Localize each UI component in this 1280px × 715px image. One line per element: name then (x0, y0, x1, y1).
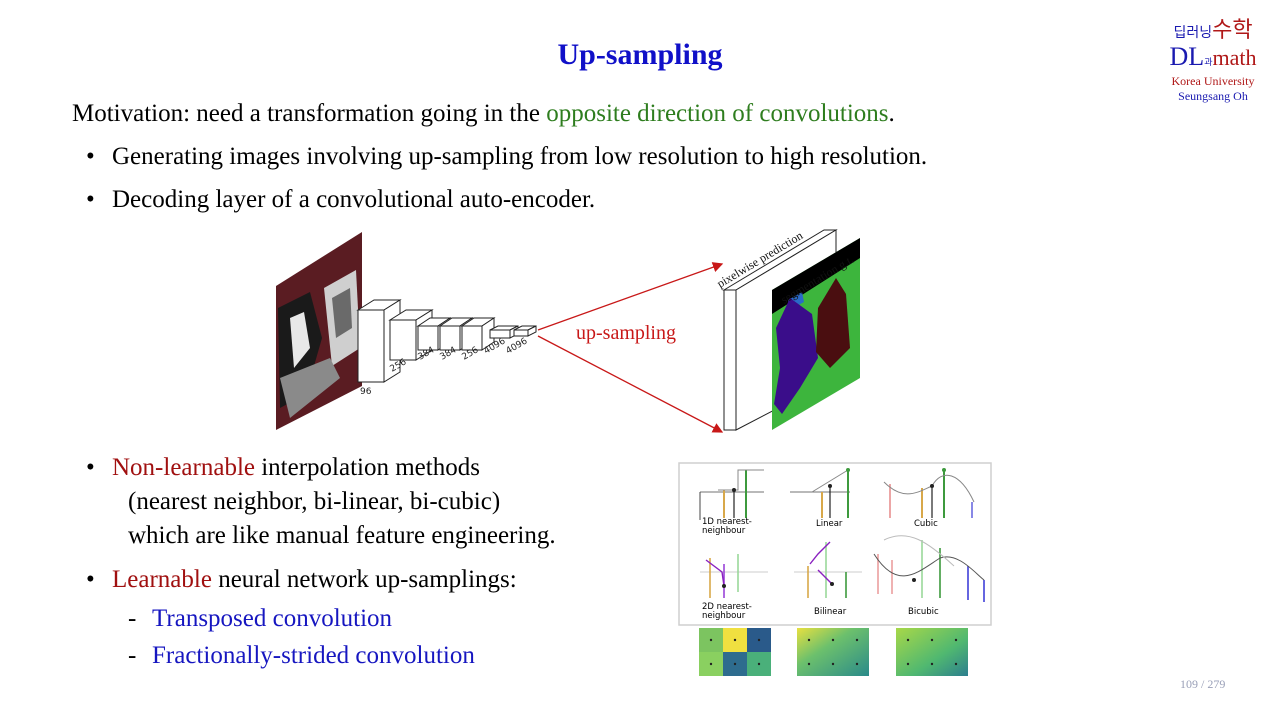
fcn-diagram: 96 256 384 384 256 4096 4096 up-sampling… (276, 228, 860, 433)
bullet-text: Decoding layer of a convolutional auto-e… (112, 186, 596, 213)
layer-label: 4096 (505, 336, 530, 356)
panel-label: Linear (816, 519, 843, 529)
panel-label: neighbour (702, 526, 746, 536)
panel-label: neighbour (702, 611, 746, 621)
panel-bicubic (873, 535, 985, 602)
sub-item: -Fractionally-strided convolution (128, 642, 475, 670)
dash: - (128, 642, 137, 669)
motivation-suffix: . (888, 100, 895, 127)
learnable-text: neural network up-samplings: (211, 566, 517, 593)
panel-label: Cubic (914, 519, 938, 529)
bullet-dot: • (86, 566, 95, 593)
panel-1d-nearest (699, 469, 764, 520)
segmentation-image (772, 238, 860, 430)
heatmap-bilinear (797, 628, 869, 676)
panel-label: 2D nearest- (702, 602, 752, 612)
logo-korean-1: 딥러닝 (1173, 25, 1213, 41)
sub-item-text: Transposed convolution (152, 605, 393, 632)
conv-layers (356, 299, 537, 383)
nonlearnable-highlight: Non-learnable (112, 454, 255, 481)
logo-korean-2: 수학 (1212, 18, 1253, 43)
bullet-dot: • (86, 143, 95, 170)
input-photo (276, 232, 362, 430)
upsampling-arrow-down (537, 335, 724, 433)
sub-item: -Transposed convolution (128, 605, 392, 633)
upsampling-arrow-up (537, 262, 724, 331)
bullet-dot: • (86, 454, 95, 481)
upsampling-label: up-sampling (576, 322, 676, 344)
interpolation-figure: 1D nearest- neighbour Linear Cubic 2D ne… (678, 462, 992, 676)
panel-2d-nearest (700, 554, 768, 598)
heatmap-nearest (699, 628, 771, 676)
bullet-item: • Decoding layer of a convolutional auto-… (86, 186, 595, 214)
heatmap-bicubic (896, 628, 968, 676)
motivation-highlight: opposite direction of convolutions (546, 100, 889, 127)
logo-math: math (1212, 45, 1257, 70)
learnable-highlight: Learnable (112, 566, 212, 593)
bullet-item-learnable: • Learnable neural network up-samplings: (86, 566, 517, 594)
panel-bilinear (794, 541, 862, 598)
panel-label: Bilinear (814, 607, 847, 617)
logo-university: Korea University (1171, 74, 1255, 88)
motivation-prefix: Motivation: need a transformation going … (72, 100, 547, 127)
nonlearnable-line-2: (nearest neighbor, bi-linear, bi-cubic) (128, 488, 501, 515)
slide-title: Up-sampling (557, 38, 723, 71)
bullet-item: • Generating images involving up-sampling… (86, 143, 927, 171)
panel-label: 1D nearest- (702, 517, 752, 527)
logo-korean-conj: 과 (1204, 58, 1213, 68)
nonlearnable-line-3: which are like manual feature engineerin… (128, 522, 556, 549)
layer-label: 96 (360, 387, 372, 397)
page-number: 109 / 279 (1180, 677, 1226, 691)
motivation-line: Motivation: need a transformation going … (72, 100, 895, 128)
bullet-text: Generating images involving up-sampling … (112, 143, 928, 170)
logo-author: Seungsang Oh (1178, 89, 1248, 103)
dash: - (128, 605, 137, 632)
panel-linear (790, 468, 850, 518)
panel-label: Bicubic (908, 607, 939, 617)
logo: 딥러닝수학 DL과math Korea University Seungsang… (1148, 20, 1278, 104)
logo-dl: DL (1169, 42, 1205, 71)
bullet-dot: • (86, 186, 95, 213)
sub-item-text: Fractionally-strided convolution (152, 642, 475, 669)
nonlearnable-text: interpolation methods (254, 454, 480, 481)
bullet-item-nonlearnable: • Non-learnable interpolation methods (86, 454, 480, 482)
panel-cubic (883, 468, 975, 518)
